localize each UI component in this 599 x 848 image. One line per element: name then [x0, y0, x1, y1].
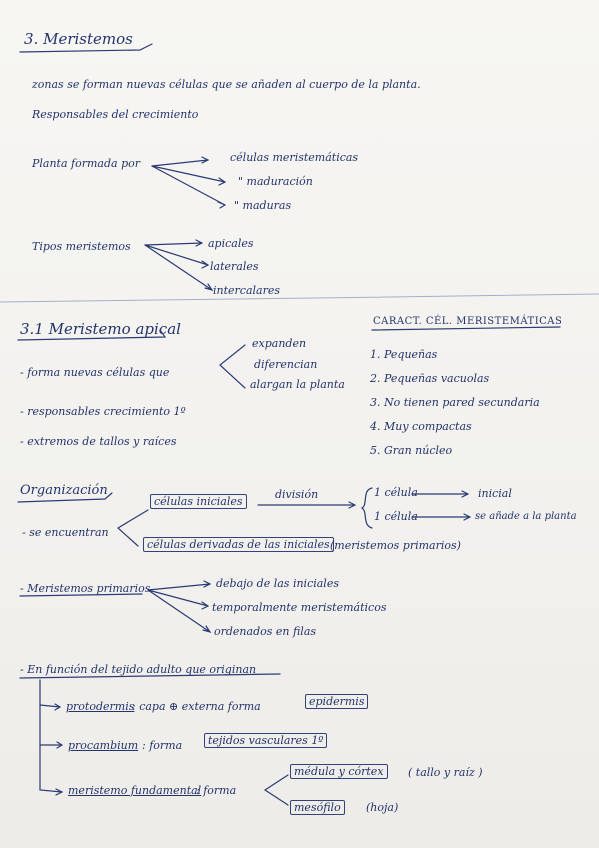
encuentran-brace: [117, 509, 149, 547]
primarios-underline: [19, 593, 143, 597]
caract-underline: [371, 326, 561, 331]
box-iniciales: células iniciales: [150, 494, 247, 509]
arrow-formed-3: [151, 165, 227, 209]
arrow-prim-2: [147, 589, 210, 610]
forma-label: - forma nuevas células que: [20, 366, 170, 379]
box-vasculares: tejidos vasculares 1º: [204, 733, 328, 748]
types-label: Tipos meristemos: [32, 240, 131, 253]
funcion-title: - En función del tejido adulto que origi…: [20, 663, 257, 676]
caract-item-4: 4. Muy compactas: [370, 420, 472, 433]
box-medula: médula y córtex: [290, 764, 388, 779]
title-underline: [19, 43, 153, 53]
formed-item-3: " maduras: [234, 199, 292, 212]
forma-item-1: expanden: [252, 337, 307, 350]
tree-branch-2: [39, 741, 64, 749]
protodermis-label: protodermis: [66, 700, 135, 713]
primarios-item-1: debajo de las iniciales: [216, 577, 339, 590]
tree-branch-1: [39, 703, 62, 711]
cell1-arrow: [411, 490, 470, 498]
forma-item-2: diferencian: [254, 358, 318, 371]
primarios-note: (meristemos primarios): [330, 539, 461, 552]
primarios-item-3: ordenados en filas: [214, 625, 317, 638]
page-divider: [0, 293, 599, 303]
box-derivadas: células derivadas de las iniciales: [143, 537, 334, 552]
arrow-prim-3: [147, 589, 212, 634]
formed-item-2: " maduración: [238, 175, 313, 188]
tree-branch-3: [55, 788, 64, 796]
caract-item-2: 2. Pequeñas vacuolas: [370, 372, 490, 385]
primarios-item-2: temporalmente meristemáticos: [212, 601, 387, 614]
extremos-line: - extremos de tallos y raíces: [20, 435, 177, 448]
tree-trunk: [39, 679, 63, 793]
formed-item-1: células meristemáticas: [230, 151, 359, 164]
arrow-prim-1: [147, 580, 212, 591]
cell-1-result: inicial: [478, 487, 512, 500]
box-epidermis: epidermis: [305, 694, 369, 709]
types-item-2: laterales: [210, 260, 259, 273]
apical-title: 3.1 Meristemo apical: [20, 320, 181, 338]
arrow-types-2: [144, 244, 210, 269]
arrow-formed-1: [151, 156, 210, 167]
section-title: 3. Meristemos: [24, 30, 133, 48]
medula-note: ( tallo y raíz ): [408, 766, 483, 779]
fundamental-label: meristemo fundamental: [68, 784, 202, 797]
cell-1-label: 1 célula: [374, 486, 418, 499]
forma-brace: [219, 344, 246, 389]
apical-underline: [17, 329, 167, 341]
formed-label: Planta formada por: [32, 157, 140, 170]
arrow-types-1: [144, 239, 204, 247]
section-line-1: zonas se forman nuevas células que se añ…: [32, 78, 421, 91]
forma-item-3: alargan la planta: [250, 378, 345, 391]
encuentran-label: - se encuentran: [22, 526, 109, 539]
procambium-text: : forma: [142, 739, 183, 752]
caract-title: CARACT. CÉL. MERISTEMÁTICAS: [373, 316, 563, 327]
caract-item-1: 1. Pequeñas: [370, 348, 438, 361]
caract-item-3: 3. No tienen pared secundaria: [370, 396, 540, 409]
primarios-label: - Meristemos primarios: [20, 582, 151, 595]
types-item-3: intercalares: [213, 284, 280, 297]
box-mesofilo: mesófilo: [290, 800, 345, 815]
mesofilo-note: (hoja): [366, 801, 399, 814]
arrow-types-3: [144, 244, 214, 292]
fundamental-brace: [263, 774, 289, 806]
cell2-arrow: [411, 513, 472, 521]
organizacion-underline: [17, 492, 113, 503]
caract-item-5: 5. Gran núcleo: [370, 444, 453, 457]
fundamental-text: : forma: [196, 784, 237, 797]
protodermis-text: : capa ⊕ externa forma: [132, 700, 261, 713]
arrow-formed-2: [151, 165, 227, 186]
cells-brace: [360, 487, 373, 529]
division-arrow: [257, 501, 357, 509]
cell-2-result: se añade a la planta: [475, 511, 577, 522]
organizacion-title: Organización: [20, 483, 108, 498]
cell-2-label: 1 célula: [374, 510, 418, 523]
procambium-label: procambium: [68, 739, 139, 752]
division-label: división: [275, 488, 319, 501]
section-line-2: Responsables del crecimiento: [32, 108, 199, 121]
responsables-line: - responsables crecimiento 1º: [20, 405, 186, 418]
types-item-1: apicales: [208, 237, 254, 250]
funcion-underline: [19, 673, 281, 679]
